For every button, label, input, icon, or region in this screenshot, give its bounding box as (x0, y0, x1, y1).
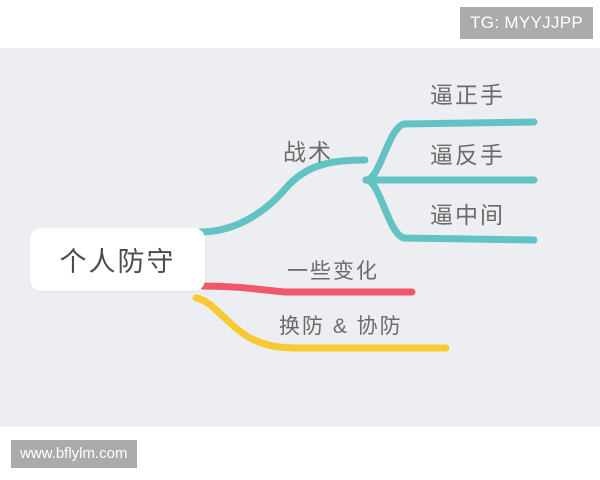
bottom-bar: www.bflylm.com (0, 427, 600, 480)
branch-line-switch-help (192, 294, 450, 352)
root-node[interactable]: 个人防守 (30, 228, 205, 291)
node-force-forehand[interactable]: 逼正手 (430, 82, 505, 108)
root-node-label: 个人防守 (59, 247, 176, 277)
site-watermark: www.bflylm.com (11, 440, 137, 468)
branch-line-middle (362, 176, 538, 244)
node-force-backhand[interactable]: 逼反手 (430, 142, 505, 168)
tg-badge: TG: MYYJJPP (460, 7, 593, 39)
node-force-middle[interactable]: 逼中间 (430, 202, 505, 228)
branch-line-tactics-trunk (196, 156, 369, 236)
top-bar: TG: MYYJJPP (0, 0, 600, 48)
node-tactics[interactable]: 战术 (283, 139, 333, 165)
branch-lines-svg (192, 118, 538, 352)
branch-line-variations (199, 282, 416, 296)
mindmap-canvas[interactable]: 个人防守 战术 逼正手 逼反手 逼中间 一些变化 换防 & 协防 (0, 48, 600, 427)
node-variations[interactable]: 一些变化 (287, 260, 379, 283)
node-switch-help-defense[interactable]: 换防 & 协防 (279, 315, 403, 338)
